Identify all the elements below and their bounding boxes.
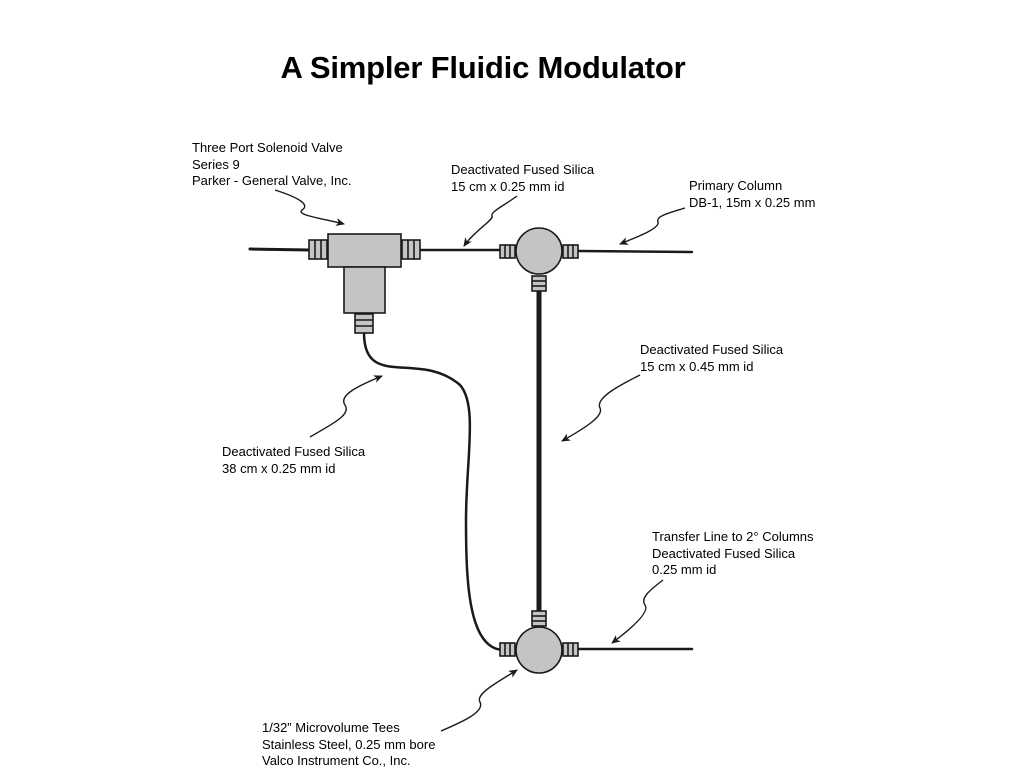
label-line: Deactivated Fused Silica bbox=[652, 545, 796, 561]
label-transfer-line: Transfer Line to 2° Columns Deactivated … bbox=[652, 529, 814, 579]
label-solenoid-valve: Three Port Solenoid Valve Series 9 Parke… bbox=[192, 140, 351, 190]
label-line: Transfer Line to 2° Columns bbox=[652, 529, 814, 544]
label-microvolume-tees: 1/32” Microvolume Tees Stainless Steel, … bbox=[262, 720, 435, 770]
label-line: 38 cm x 0.25 mm id bbox=[222, 460, 336, 476]
label-line: Three Port Solenoid Valve bbox=[192, 140, 343, 155]
label-line: 15 cm x 0.25 mm id bbox=[451, 178, 565, 194]
label-line: Deactivated Fused Silica bbox=[640, 342, 784, 357]
label-line: 0.25 mm id bbox=[652, 562, 717, 577]
valve-coil bbox=[343, 266, 386, 314]
valve-bottom-fitting bbox=[354, 313, 374, 334]
label-line: Valco Instrument Co., Inc. bbox=[262, 753, 411, 768]
label-line: Stainless Steel, 0.25 mm bore bbox=[262, 736, 436, 752]
arrow-microvolume-tees bbox=[440, 669, 518, 732]
label-line: 15 cm x 0.45 mm id bbox=[640, 358, 754, 374]
label-line: Parker - General Valve, Inc. bbox=[192, 173, 352, 188]
arrow-primary-column bbox=[619, 207, 686, 245]
arrow-transfer-line bbox=[611, 579, 664, 644]
label-primary-column: Primary Column DB-1, 15m x 0.25 mm bbox=[689, 178, 815, 211]
label-line: DB-1, 15m x 0.25 mm bbox=[689, 194, 816, 210]
label-line: Deactivated Fused Silica bbox=[451, 162, 595, 177]
label-fused-silica-vertical: Deactivated Fused Silica 15 cm x 0.45 mm… bbox=[640, 342, 783, 375]
tee-bottom bbox=[499, 610, 579, 674]
arrow-fused-silica-top bbox=[463, 195, 518, 247]
page-title: A Simpler Fluidic Modulator bbox=[280, 50, 686, 85]
primary-column-tube bbox=[576, 249, 694, 254]
valve-right-fitting bbox=[401, 239, 421, 260]
label-fused-silica-loop: Deactivated Fused Silica 38 cm x 0.25 mm… bbox=[222, 444, 365, 477]
tee-bottom-body bbox=[515, 626, 563, 674]
tee-top bbox=[499, 227, 579, 292]
label-line: 1/32” Microvolume Tees bbox=[262, 720, 400, 735]
arrow-fused-silica-loop bbox=[309, 375, 383, 438]
label-line: Deactivated Fused Silica bbox=[222, 444, 366, 459]
valve-left-fitting bbox=[308, 239, 328, 260]
valve-body bbox=[327, 233, 402, 268]
arrow-solenoid-valve bbox=[274, 189, 345, 226]
inlet-tube bbox=[248, 247, 312, 252]
tee-top-body bbox=[515, 227, 563, 275]
label-fused-silica-top: Deactivated Fused Silica 15 cm x 0.25 mm… bbox=[451, 162, 594, 195]
fused-silica-loop-tube bbox=[362, 331, 506, 652]
label-line: Series 9 bbox=[192, 156, 240, 172]
label-line: Primary Column bbox=[689, 178, 783, 193]
solenoid-valve bbox=[308, 233, 421, 334]
arrow-fused-silica-vertical bbox=[561, 374, 641, 442]
